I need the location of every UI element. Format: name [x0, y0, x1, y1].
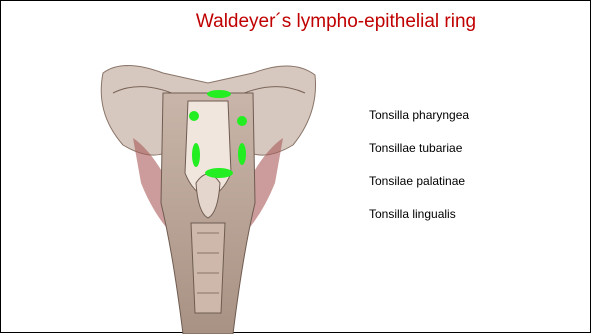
- slide-title: Waldeyer´s lympho-epithelial ring: [1, 11, 591, 33]
- tonsil-marker-palatina-left: [192, 143, 200, 167]
- tonsil-marker-palatina-right: [238, 143, 246, 165]
- label-tonsilla-pharyngea: Tonsilla pharyngea: [369, 107, 469, 140]
- tonsil-marker-tubaria-left: [189, 111, 199, 121]
- tonsil-marker-tubaria-right: [237, 116, 247, 126]
- label-tonsilae-palatinae: Tonsilae palatinae: [369, 173, 469, 206]
- tonsil-marker-pharyngea: [207, 90, 231, 98]
- tonsil-label-list: Tonsilla pharyngea Tonsillae tubariae To…: [369, 107, 469, 239]
- label-tonsillae-tubariae: Tonsillae tubariae: [369, 140, 469, 173]
- tonsil-marker-lingualis: [205, 168, 233, 178]
- pharynx-illustration: [93, 53, 323, 334]
- label-tonsilla-lingualis: Tonsilla lingualis: [369, 206, 469, 239]
